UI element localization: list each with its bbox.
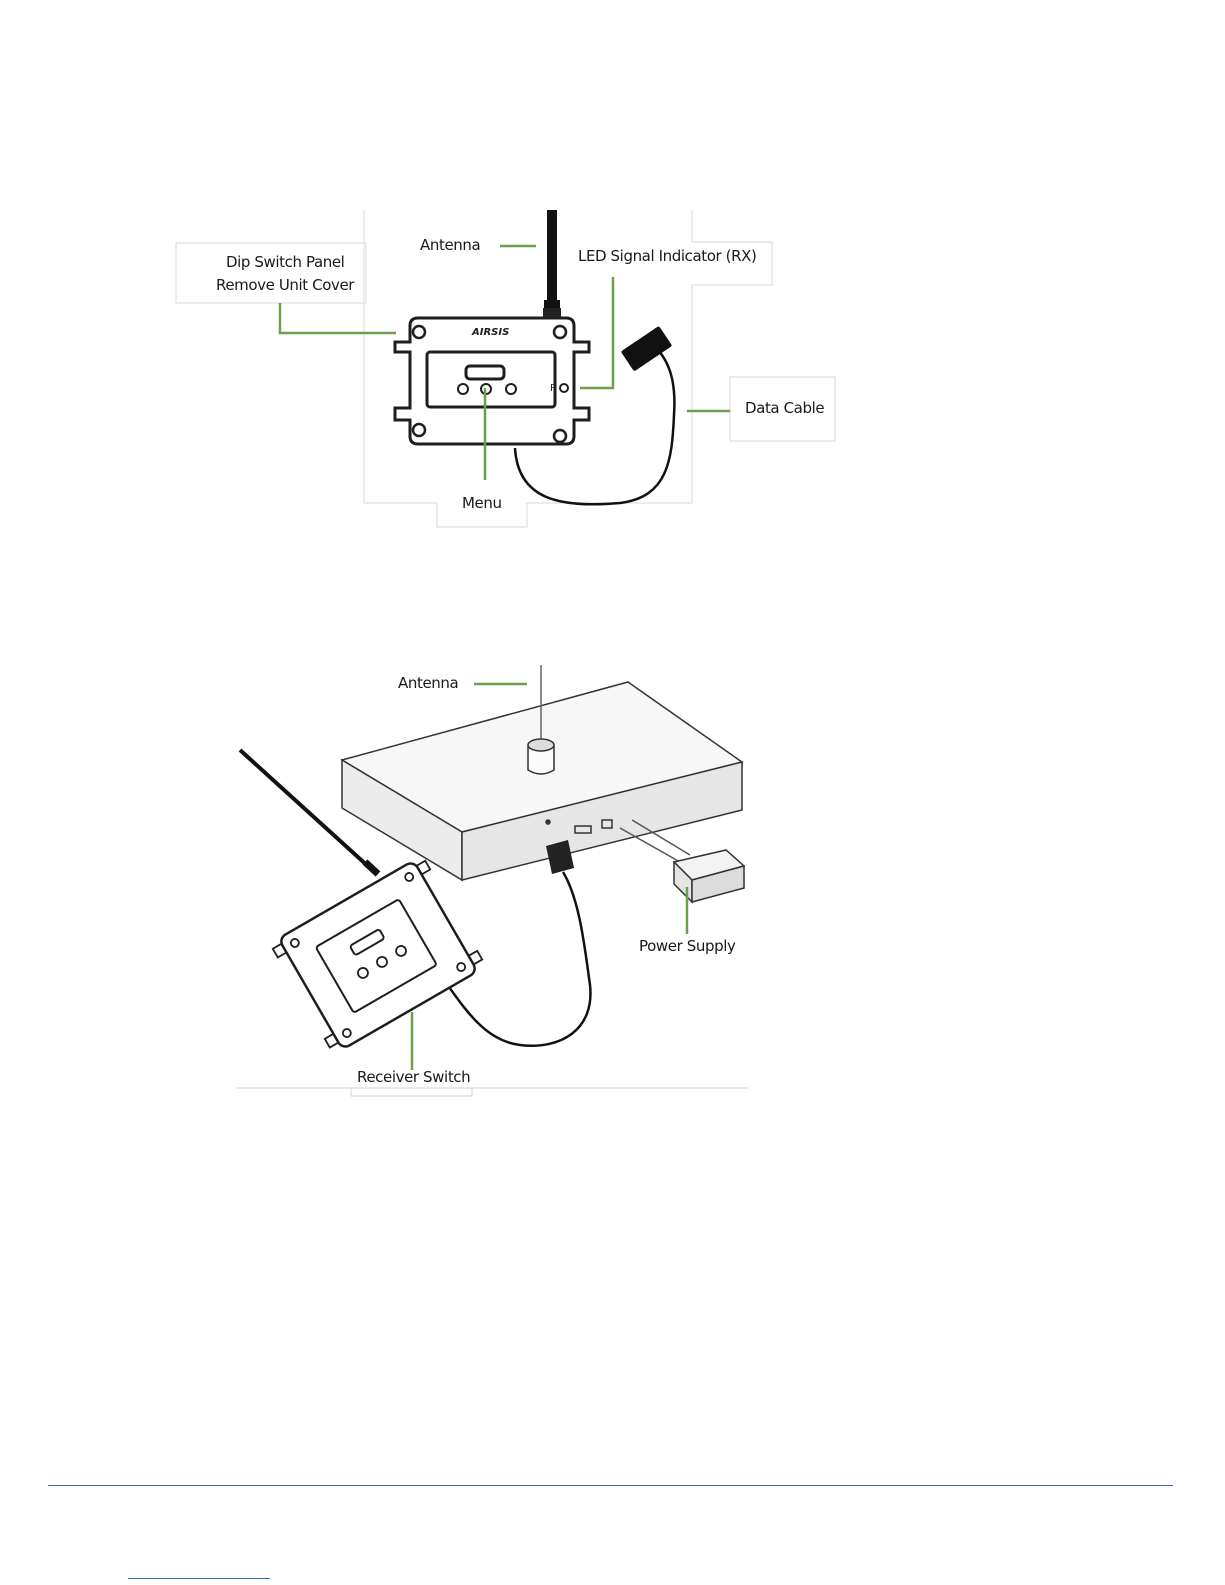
diagram-panel-borders-2 [237,1088,748,1096]
footer-rule [48,1485,1173,1486]
footer-link-underline[interactable] [128,1578,270,1579]
receiver-switch-label: Receiver Switch [357,1066,470,1088]
antenna-label-2: Antenna [398,672,458,694]
installation-diagram [0,0,1225,1120]
power-supply-label: Power Supply [639,935,735,957]
